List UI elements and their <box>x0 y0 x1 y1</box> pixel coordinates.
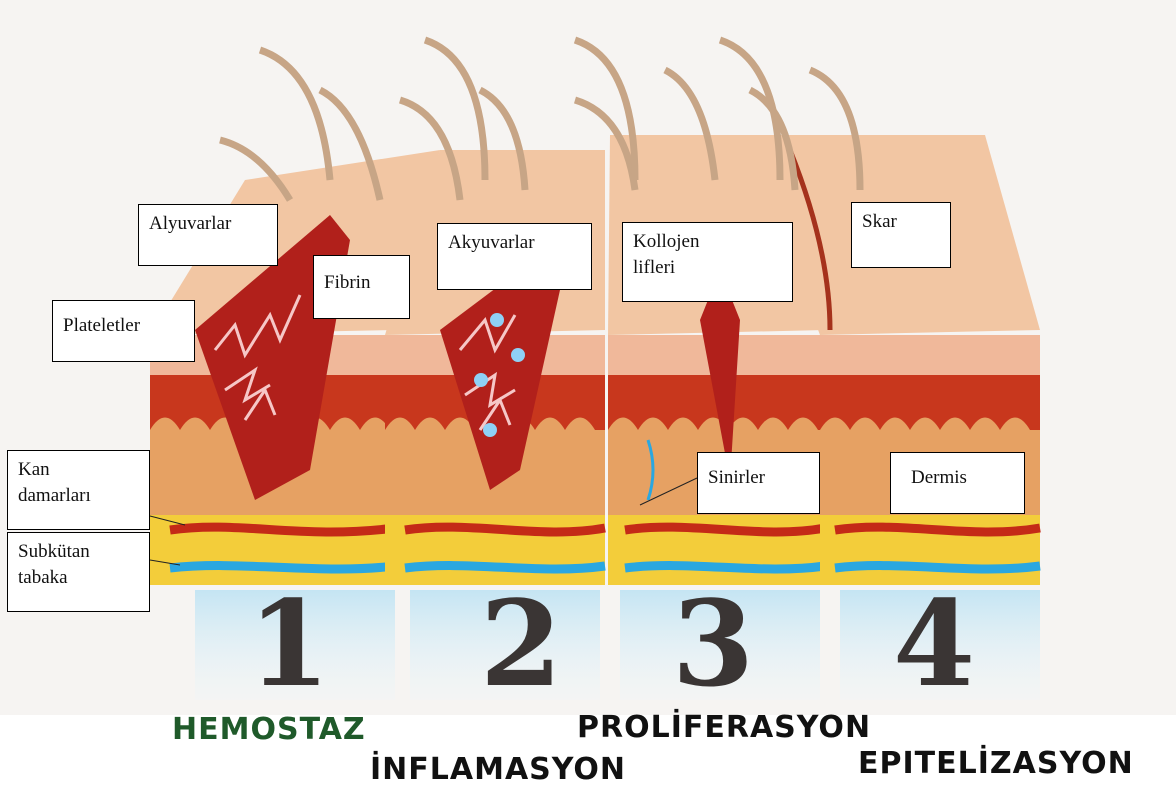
stage-number-4: 4 <box>893 585 975 703</box>
label-fibrin-text: Fibrin <box>324 272 370 293</box>
label-subkutan-line2: tabaka <box>18 565 139 591</box>
label-skar: Skar <box>851 202 951 268</box>
label-sinirler-text: Sinirler <box>708 467 765 488</box>
artery <box>835 527 1040 532</box>
label-kollojen-lifleri: Kollojen lifleri <box>622 222 793 302</box>
label-dermis: Dermis <box>890 452 1025 514</box>
artery <box>625 527 825 532</box>
label-sinirler: Sinirler <box>697 452 820 514</box>
stage-number-3: 3 <box>672 585 754 703</box>
label-alyuvarlar-text: Alyuvarlar <box>149 213 231 234</box>
stage-number-2: 2 <box>480 585 562 703</box>
artery <box>405 527 605 532</box>
label-alyuvarlar: Alyuvarlar <box>138 204 278 266</box>
label-fibrin: Fibrin <box>313 255 410 319</box>
phase-proliferasyon: PROLİFERASYON <box>577 710 871 745</box>
label-kollojen-line1: Kollojen <box>633 229 782 255</box>
vein <box>835 566 1040 569</box>
vein <box>625 566 825 569</box>
label-kan-line1: Kan <box>18 457 139 483</box>
phase-epitelizasyon: EPITELİZASYON <box>858 746 1134 781</box>
label-subkutan-tabaka: Subkütan tabaka <box>7 532 150 612</box>
artery <box>170 527 395 532</box>
label-plateletler: Plateletler <box>52 300 195 362</box>
label-kollojen-line2: lifleri <box>633 255 782 281</box>
label-subkutan-line1: Subkütan <box>18 539 139 565</box>
vein <box>170 566 395 569</box>
label-akyuvarlar-text: Akyuvarlar <box>448 232 535 253</box>
label-akyuvarlar: Akyuvarlar <box>437 223 592 290</box>
phase-inflamasyon: İNFLAMASYON <box>370 752 626 787</box>
white-blood-cell <box>511 348 525 362</box>
label-plateletler-text: Plateletler <box>63 315 140 336</box>
label-skar-text: Skar <box>862 211 897 232</box>
vein <box>405 566 605 569</box>
phase-hemostaz: HEMOSTAZ <box>172 712 366 747</box>
white-blood-cell <box>490 313 504 327</box>
stage-number-1: 1 <box>248 585 330 703</box>
white-blood-cell <box>483 423 497 437</box>
epidermis-top <box>820 335 1040 375</box>
label-kan-damarlari: Kan damarları <box>7 450 150 530</box>
white-blood-cell <box>474 373 488 387</box>
label-dermis-text: Dermis <box>911 467 967 488</box>
skin-wound-illustration: 1 2 3 4 Alyuvarlar Fibrin Plateletler Ak… <box>0 0 1176 715</box>
hair <box>260 50 330 180</box>
label-kan-line2: damarları <box>18 483 139 509</box>
